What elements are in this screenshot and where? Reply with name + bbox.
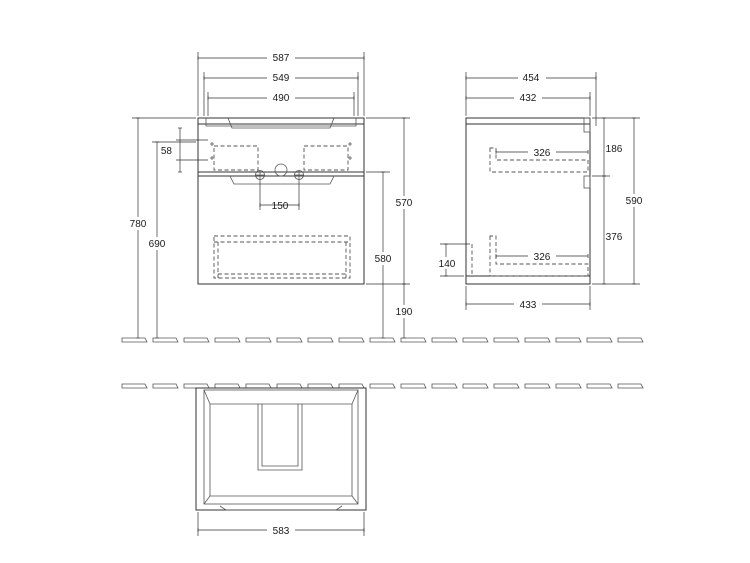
side-upper-shelf [489,147,589,173]
dim-top-width: 583 [273,526,290,537]
dim-front-tap-offset: 58 [161,146,173,157]
floor-line [121,337,644,343]
dim-front-height-side: 580 [375,254,392,265]
dim-side-height-total: 590 [626,196,643,207]
front-basin-top [205,118,357,127]
dim-front-width-total: 587 [273,53,290,64]
side-dimensions: 454 432 326 326 433 186 376 590 [436,71,647,311]
side-cabinet-outline [465,117,591,285]
front-siphon-center [274,163,288,177]
dim-side-height-lower: 376 [606,232,623,243]
dim-side-shelf-bottom: 326 [534,252,551,263]
wall-line [121,383,644,389]
dim-side-shelf-top: 326 [534,148,551,159]
front-dimensions: 587 549 490 58 150 780 690 [126,51,416,339]
side-view [465,117,591,285]
front-upper-box-left [213,145,259,171]
dim-front-height-cabinet: 570 [396,198,413,209]
dim-front-width-basin: 490 [273,93,290,104]
top-cabinet-outline [195,387,367,511]
dim-front-width-inner: 549 [273,73,290,84]
dim-side-depth-inner: 432 [520,93,537,104]
front-cabinet-outline [197,117,365,285]
dim-side-height-siphon: 140 [439,259,456,270]
dim-front-height-total: 780 [130,219,147,230]
front-lower-drawer-dashed [213,235,351,279]
dim-side-depth-total: 454 [523,73,540,84]
dim-side-depth-bottom: 433 [520,300,537,311]
dim-front-height-floor: 190 [396,307,413,318]
top-view [195,387,367,511]
dim-front-height-tap: 690 [149,239,166,250]
front-tap-markers [210,142,352,160]
front-upper-box-right [303,145,349,171]
front-view [197,117,365,285]
dim-side-height-upper: 186 [606,144,623,155]
dim-front-tap-spacing: 150 [272,201,289,212]
top-dimensions: 583 [197,512,365,537]
side-lower-shelf [489,235,589,277]
top-siphon-cutout [257,404,303,471]
